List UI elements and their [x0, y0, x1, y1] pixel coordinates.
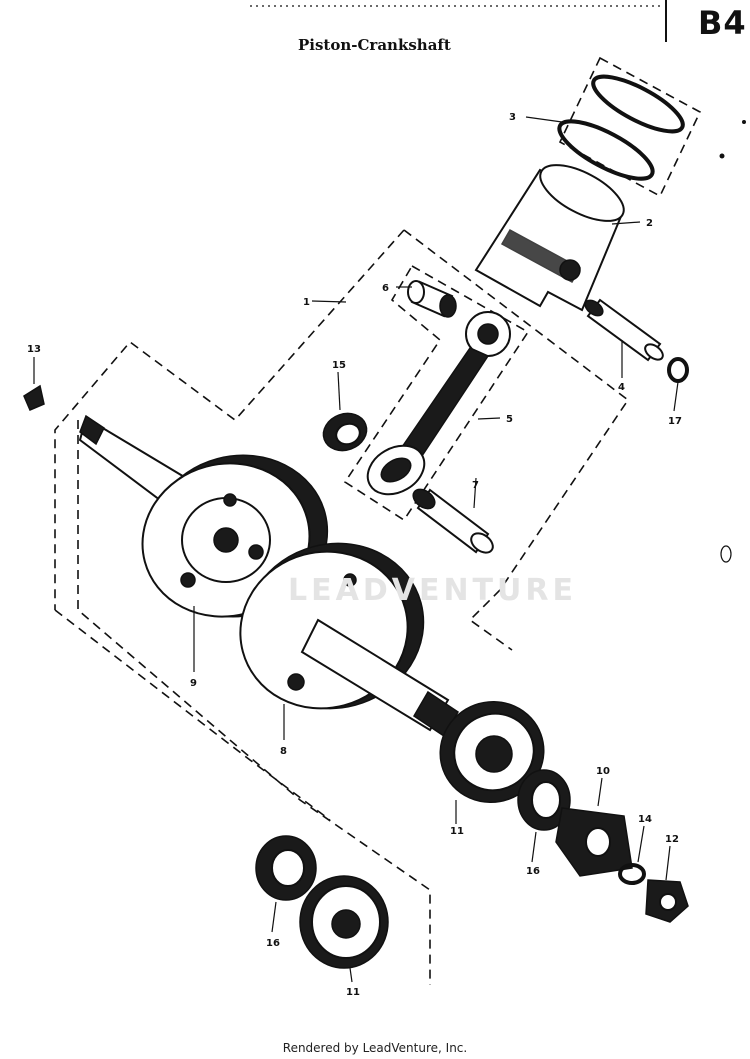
crankshaft-assembly-outline-left: [54, 229, 405, 610]
connecting-rod-group-outline: [343, 264, 530, 522]
crank-pin: [412, 488, 494, 554]
margin-speck: [719, 153, 725, 159]
watermark: LEADVENTURE: [288, 573, 577, 608]
crankshaft-nut: [645, 879, 689, 923]
footer-credit: Rendered by LeadVenture, Inc.: [282, 1041, 468, 1055]
diagram-title: Piston-Crankshaft: [298, 36, 451, 54]
drive-gear: [555, 807, 633, 877]
right-crank-half: [239, 542, 460, 738]
callout-7: 7: [472, 480, 479, 491]
callout-9: 9: [190, 678, 197, 689]
page-code: B4: [698, 4, 747, 42]
callout-14: 14: [638, 814, 652, 825]
margin-speck: [720, 545, 732, 563]
crank-assembly-outline-lower: [77, 420, 431, 985]
piston-rings: [557, 74, 685, 181]
callout-6: 6: [382, 283, 389, 294]
callout-3: 3: [509, 112, 516, 123]
margin-speck: [742, 120, 746, 124]
woodruff-key: [23, 384, 45, 411]
oil-seal-lower: [255, 835, 317, 901]
callout-17: 17: [668, 416, 682, 427]
callout-16-lower: 16: [266, 938, 280, 949]
callout-4: 4: [618, 382, 625, 393]
callout-5: 5: [506, 414, 513, 425]
callout-8: 8: [280, 746, 287, 757]
piston-pin: [584, 298, 664, 362]
callout-11-upper: 11: [450, 826, 464, 837]
callout-11-lower: 11: [346, 987, 360, 998]
piston-ring-group-outline: [558, 56, 702, 198]
oil-seal-upper: [517, 769, 571, 831]
main-bearing-upper: [439, 701, 545, 803]
callout-15: 15: [332, 360, 346, 371]
callout-10: 10: [596, 766, 610, 777]
callout-leader-lines: [33, 116, 679, 983]
small-end-bearing: [407, 280, 457, 318]
main-bearing-lower: [299, 875, 389, 969]
washer: [618, 863, 646, 885]
crank-assembly-outline-lower-inner: [54, 609, 331, 821]
crankshaft-assembly-outline-right: [403, 229, 630, 651]
piston-pin-clip: [667, 357, 689, 383]
callout-2: 2: [646, 218, 653, 229]
piston: [474, 164, 625, 312]
big-end-bearing: [322, 412, 368, 452]
connecting-rod: [366, 311, 511, 496]
callout-12: 12: [665, 834, 679, 845]
callout-13: 13: [27, 344, 41, 355]
callout-1: 1: [303, 297, 310, 308]
callout-16-upper: 16: [526, 866, 540, 877]
